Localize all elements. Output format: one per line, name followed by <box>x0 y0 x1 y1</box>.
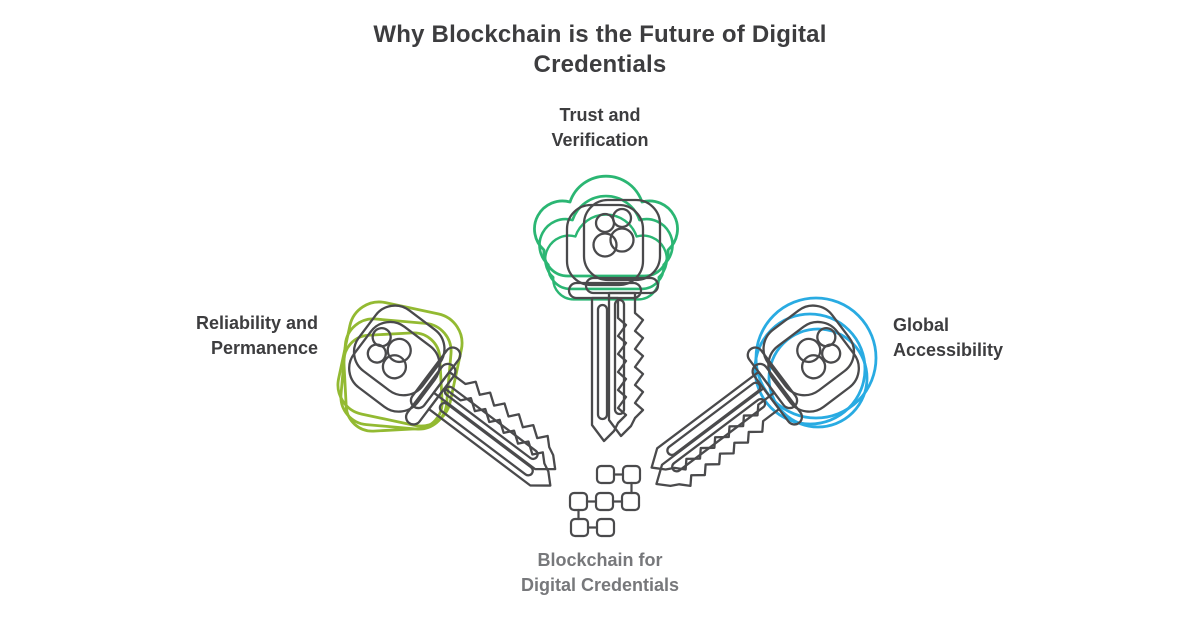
label-line: Reliability and <box>195 313 318 333</box>
page-title: Why Blockchain is the Future of Digital … <box>0 20 1200 80</box>
page-title-line1: Why Blockchain is the Future of Digital <box>373 21 827 48</box>
label-line: Digital Credentials <box>520 575 680 595</box>
global-key-icon <box>628 294 870 517</box>
label-reliability-and-permanence: Reliability and Permanence <box>196 311 318 361</box>
label-blockchain-for-digital-credentials: Blockchain for Digital Credentials <box>0 548 1200 598</box>
label-line: Accessibility <box>893 340 1004 360</box>
label-trust-and-verification: Trust and Verification <box>0 103 1200 153</box>
label-line: Permanence <box>210 338 318 358</box>
label-global-accessibility: Global Accessibility <box>893 313 1003 363</box>
label-line: Blockchain for <box>537 550 663 570</box>
blockchain-blocks-icon <box>568 464 642 538</box>
label-line: Verification <box>551 130 649 150</box>
label-line: Global <box>893 315 950 335</box>
page-title-line2: Credentials <box>533 51 667 78</box>
label-line: Trust and <box>559 105 641 125</box>
